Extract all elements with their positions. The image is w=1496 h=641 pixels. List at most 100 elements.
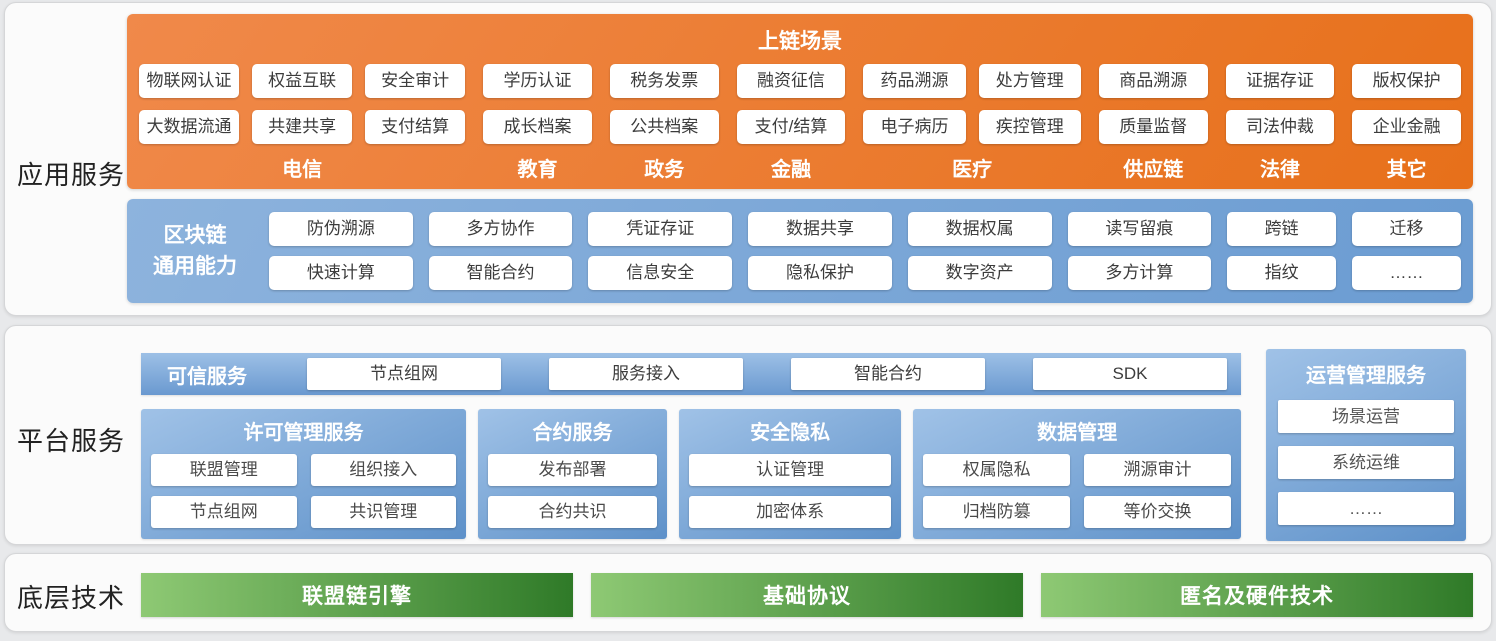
capability-chip: 迁移 [1352,212,1461,246]
capability-chip: 数据权属 [907,212,1052,246]
capability-column: 读写留痕多方计算 [1067,212,1212,290]
capability-chip: 数字资产 [907,256,1052,290]
trusted-service-chip: 服务接入 [549,358,743,390]
platform-group-chips: 联盟管理组织接入节点组网共识管理 [151,454,457,528]
platform-chip: 发布部署 [488,454,658,486]
platform-chip: 共识管理 [310,495,457,528]
capability-chip: 快速计算 [269,256,413,290]
scenario-group: 商品溯源质量监督供应链 [1098,64,1208,182]
scenario-group: 学历认证成长档案教育 [483,64,592,182]
scenario-chip: 支付结算 [365,110,466,144]
scenario-column: 权益互联共建共享 [252,64,353,144]
scenario-group: 税务发票公共档案政务 [609,64,719,182]
platform-group-title: 许可管理服务 [243,422,364,444]
scenario-columns: 商品溯源质量监督 [1098,64,1208,144]
scenario-category-label: 电信 [282,159,323,181]
onchain-scenarios-title: 上链场景 [758,30,842,53]
trusted-services-title: 可信服务 [167,365,247,388]
platform-chip: 加密体系 [689,495,892,528]
platform-chip: 联盟管理 [151,454,297,486]
scenario-chip: 处方管理 [978,64,1081,98]
scenario-column: 证据存证司法仲裁 [1225,64,1335,144]
platform-group-box: 数据管理权属隐私溯源审计归档防篡等价交换 [913,409,1241,539]
application-services-card: 应用服务 上链场景 物联网认证大数据流通权益互联共建共享安全审计支付结算电信 学历… [4,2,1492,316]
trusted-service-chip: 智能合约 [791,358,985,390]
scenario-category-label: 其它 [1386,159,1427,181]
trusted-service-chip: 节点组网 [307,358,501,390]
scenario-columns: 物联网认证大数据流通权益互联共建共享安全审计支付结算 [139,64,466,144]
capability-column: 防伪溯源快速计算 [269,212,413,290]
technology-bars: 联盟链引擎基础协议匿名及硬件技术 [141,573,1473,617]
scenario-group: 版权保护企业金融其它 [1352,64,1462,182]
scenario-category-label: 医疗 [952,159,993,181]
scenario-chip: 融资征信 [736,64,846,98]
technology-bar: 联盟链引擎 [141,573,573,617]
platform-chip: 合约共识 [488,495,658,528]
scenario-chip: 质量监督 [1098,110,1208,144]
capability-chip: 信息安全 [588,256,733,290]
platform-service-groups: 许可管理服务联盟管理组织接入节点组网共识管理合约服务发布部署合约共识安全隐私认证… [141,409,1241,539]
capability-chip: 智能合约 [428,256,573,290]
operations-chip: 系统运维 [1278,446,1454,479]
scenario-chip: 大数据流通 [139,110,240,144]
capability-column: 多方协作智能合约 [428,212,573,290]
capability-column: 数据共享隐私保护 [748,212,892,290]
scenario-chip: 共建共享 [252,110,353,144]
scenario-category-label: 政务 [644,159,685,181]
scenario-chip: 司法仲裁 [1225,110,1335,144]
platform-group-box: 安全隐私认证管理加密体系 [679,409,902,539]
scenario-chip: 支付/结算 [736,110,846,144]
scenario-group: 证据存证司法仲裁法律 [1225,64,1335,182]
scenario-category-label: 供应链 [1123,159,1184,181]
capability-chip: 隐私保护 [748,256,892,290]
platform-chip: 组织接入 [310,454,457,486]
technology-bar: 匿名及硬件技术 [1041,573,1473,617]
onchain-scenarios-panel: 上链场景 物联网认证大数据流通权益互联共建共享安全审计支付结算电信 学历认证成长档… [127,14,1473,189]
operations-management-box: 运营管理服务 场景运营系统运维 …… [1266,349,1466,541]
capability-column: 凭证存证信息安全 [588,212,733,290]
scenario-chip: 安全审计 [365,64,466,98]
platform-chip: 归档防篡 [923,495,1071,528]
scenario-column: 融资征信支付/结算 [736,64,846,144]
scenario-columns: 版权保护企业金融 [1352,64,1462,144]
scenario-column: 物联网认证大数据流通 [139,64,240,144]
application-services-label: 应用服务 [16,160,125,190]
scenario-column: 税务发票公共档案 [609,64,719,144]
blockchain-capabilities-label-line2: 通用能力 [153,255,237,278]
scenario-chip: 证据存证 [1225,64,1335,98]
blockchain-capabilities-band: 区块链 通用能力 防伪溯源快速计算多方协作智能合约凭证存证信息安全数据共享隐私保… [127,199,1473,303]
platform-group-chips: 认证管理加密体系 [689,454,892,528]
platform-group-box: 许可管理服务联盟管理组织接入节点组网共识管理 [141,409,467,539]
platform-services-label: 平台服务 [16,426,125,456]
scenario-columns: 税务发票公共档案 [609,64,719,144]
platform-chip: 认证管理 [689,454,892,486]
scenario-columns: 证据存证司法仲裁 [1225,64,1335,144]
scenario-group: 融资征信支付/结算金融 [736,64,846,182]
operations-management-title: 运营管理服务 [1306,365,1426,387]
operations-chip: …… [1278,492,1454,525]
scenario-category-label: 金融 [771,159,812,181]
capability-chip: 跨链 [1227,212,1337,246]
scenario-column: 处方管理疾控管理 [978,64,1081,144]
operations-chip: 场景运营 [1278,400,1454,433]
scenario-chip: 电子病历 [863,110,966,144]
scenario-chip: 药品溯源 [863,64,966,98]
scenario-column: 商品溯源质量监督 [1098,64,1208,144]
blockchain-capabilities-label-line1: 区块链 [163,224,227,247]
capability-columns: 防伪溯源快速计算多方协作智能合约凭证存证信息安全数据共享隐私保护数据权属数字资产… [269,212,1461,290]
scenario-chip: 商品溯源 [1098,64,1208,98]
scenario-column: 版权保护企业金融 [1352,64,1462,144]
capability-chip: 读写留痕 [1067,212,1212,246]
capability-column: 跨链指纹 [1227,212,1337,290]
capability-chip: 多方协作 [428,212,573,246]
platform-group-title: 数据管理 [1037,422,1118,444]
platform-group-chips: 发布部署合约共识 [488,454,658,528]
blockchain-capabilities-label: 区块链 通用能力 [139,220,251,282]
platform-group-title: 安全隐私 [750,422,831,444]
capability-column: 迁移…… [1352,212,1461,290]
underlying-technology-card: 底层技术 联盟链引擎基础协议匿名及硬件技术 [4,553,1492,632]
platform-chip: 权属隐私 [923,454,1071,486]
